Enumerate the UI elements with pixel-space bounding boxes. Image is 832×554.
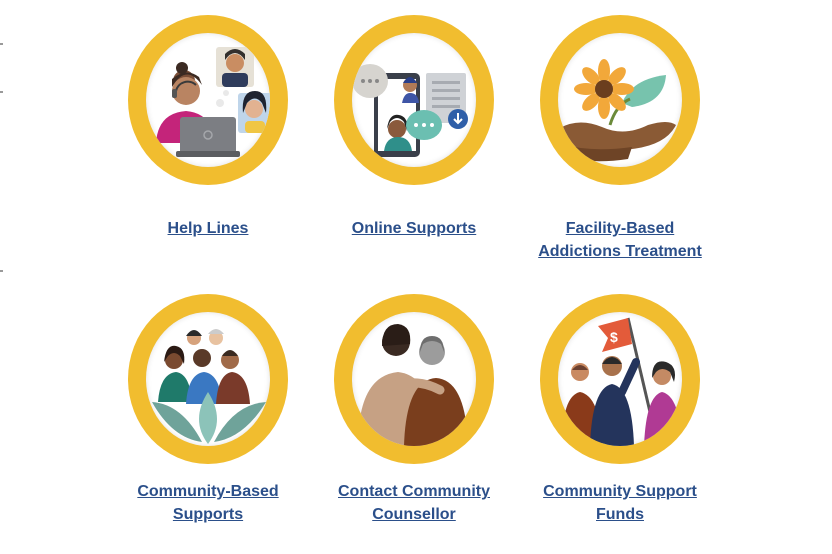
edge-mark <box>0 270 3 272</box>
edge-mark <box>0 91 3 93</box>
svg-text:$: $ <box>610 329 618 345</box>
contact-counsellor-link[interactable]: Contact Community Counsellor <box>311 480 517 526</box>
headset-support-icon <box>156 47 270 157</box>
hand-flower-icon <box>558 59 676 162</box>
support-funds-link-line1[interactable]: Community Support <box>543 483 697 500</box>
community-based-link-line2[interactable]: Supports <box>172 506 244 523</box>
support-funds-link[interactable]: Community Support Funds <box>517 480 723 526</box>
contact-counsellor-badge[interactable] <box>334 294 494 464</box>
contact-counsellor-link-line2[interactable]: Counsellor <box>372 506 456 523</box>
edge-mark <box>0 43 3 45</box>
online-supports-badge[interactable] <box>334 15 494 185</box>
people-leaves-icon <box>152 329 266 444</box>
support-funds-badge[interactable]: $ <box>540 294 700 464</box>
help-lines-badge[interactable] <box>128 15 288 185</box>
help-lines-link[interactable]: Help Lines <box>105 217 311 240</box>
community-based-link[interactable]: Community-Based Supports <box>105 480 311 526</box>
facility-based-link-line1[interactable]: Facility-Based <box>565 220 675 237</box>
facility-based-link-line2[interactable]: Addictions Treatment <box>538 243 702 260</box>
help-lines-link-line1[interactable]: Help Lines <box>167 220 249 237</box>
online-supports-link[interactable]: Online Supports <box>311 217 517 240</box>
dollar-flag-icon: $ <box>562 317 682 446</box>
online-supports-link-line1[interactable]: Online Supports <box>351 220 477 237</box>
contact-counsellor-link-line1[interactable]: Contact Community <box>338 483 490 500</box>
facility-based-badge[interactable] <box>540 15 700 185</box>
chat-phone-icon <box>352 64 468 157</box>
support-funds-link-line2[interactable]: Funds <box>596 506 644 523</box>
community-based-badge[interactable] <box>128 294 288 464</box>
facility-based-link[interactable]: Facility-Based Addictions Treatment <box>517 217 723 263</box>
embrace-icon <box>358 324 468 446</box>
community-based-link-line1[interactable]: Community-Based <box>137 483 279 500</box>
